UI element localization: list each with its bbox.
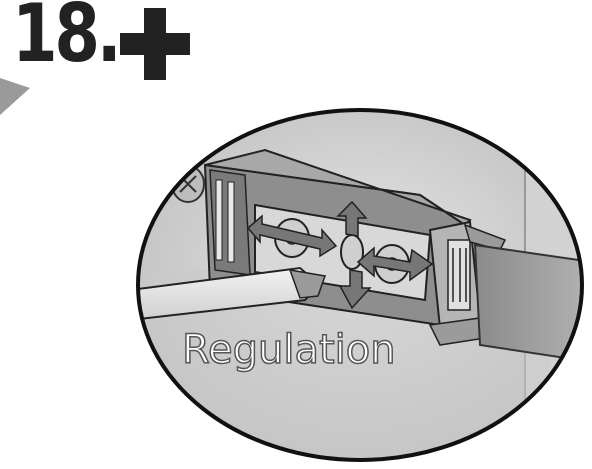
belt	[473, 243, 582, 364]
screwdriver-icon	[138, 266, 327, 322]
plus-icon	[120, 8, 190, 80]
pointer-arrow-icon	[0, 78, 30, 115]
step-number: 18.	[12, 0, 122, 80]
detail-circle	[136, 108, 584, 462]
caption-regulation: Regulation	[181, 327, 396, 373]
adjustment-arrow-icon	[246, 200, 434, 310]
